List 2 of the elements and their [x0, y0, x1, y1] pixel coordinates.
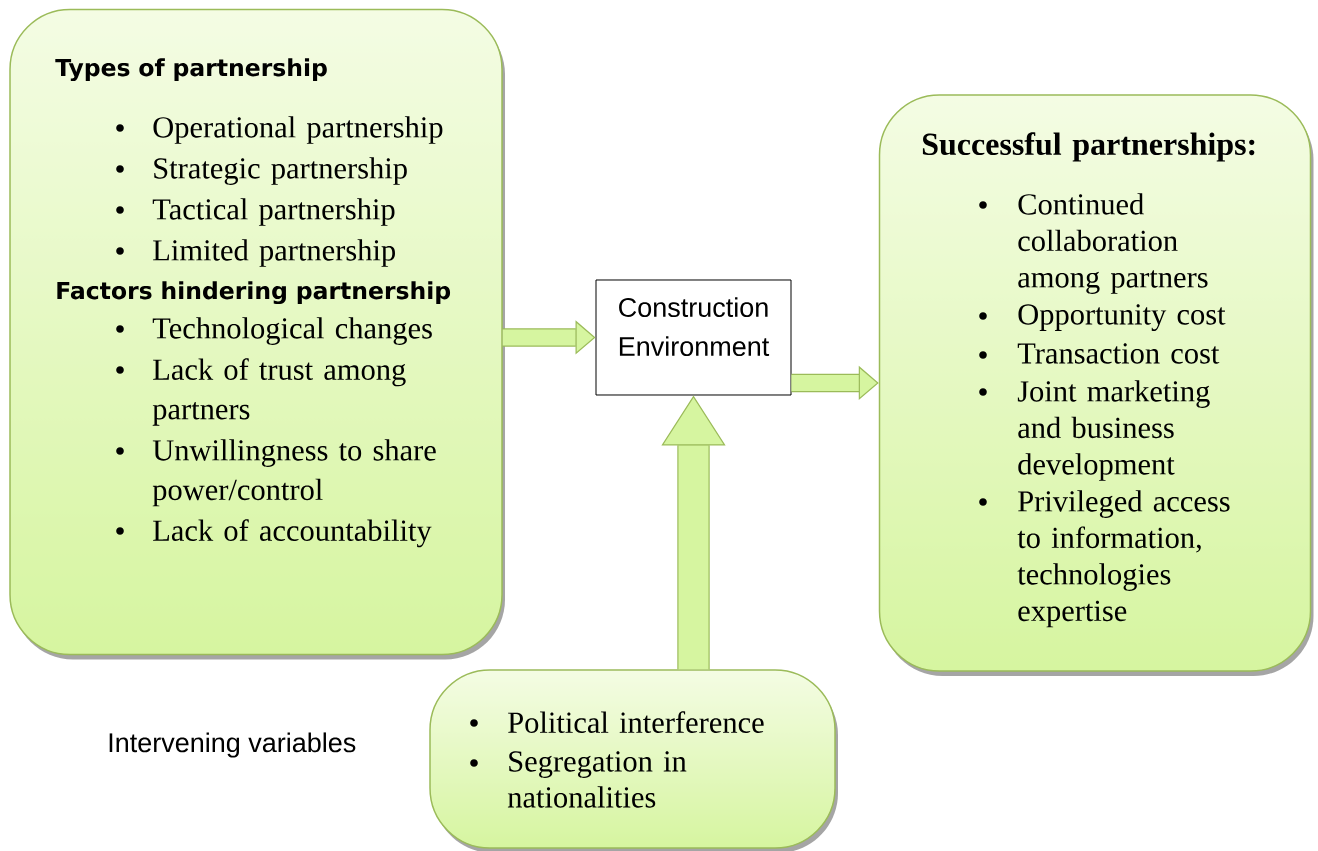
side-label: Intervening variables [109, 732, 356, 758]
box-label: Construction Environment [619, 297, 770, 357]
